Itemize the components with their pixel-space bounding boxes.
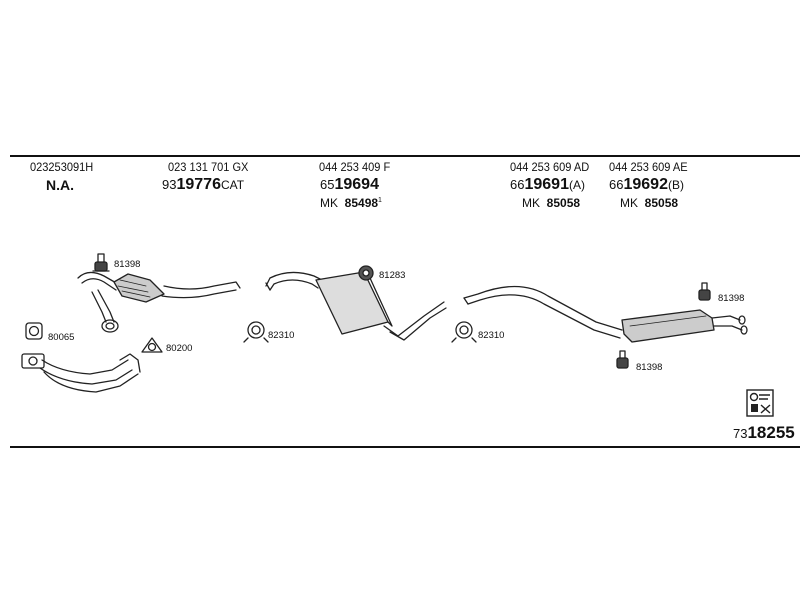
mounting-kit-3-label: MK bbox=[522, 196, 540, 210]
mounting-kit-2-mark: 1 bbox=[378, 197, 382, 204]
part-number-1-main: 19776 bbox=[176, 176, 221, 193]
part-number-2: 6519694 bbox=[320, 176, 379, 194]
label-gasket-front: 80065 bbox=[48, 332, 75, 343]
mounting-kit-2-value: 85498 bbox=[344, 196, 379, 210]
oem-number-1: 023 131 701 GX bbox=[168, 160, 249, 174]
mounting-kit-4-label: MK bbox=[620, 196, 638, 210]
rubber-hanger-rear-bottom-icon bbox=[616, 350, 629, 369]
assembly-number: 7318255 bbox=[733, 423, 795, 443]
part-number-1: 9319776CAT bbox=[162, 176, 244, 194]
part-number-4: 6619692(B) bbox=[609, 176, 684, 194]
label-clamp-1: 82310 bbox=[268, 330, 295, 341]
label-ring-mount: 81283 bbox=[379, 270, 406, 281]
rear-silencer-icon bbox=[463, 285, 748, 343]
oem-number-2: 044 253 409 F bbox=[319, 160, 391, 174]
gasket-front-icon bbox=[25, 322, 43, 340]
part-number-3-suffix: (A) bbox=[568, 178, 585, 192]
not-available-label: N.A. bbox=[46, 177, 74, 193]
catalytic-converter-icon bbox=[77, 271, 241, 333]
part-number-1-suffix: CAT bbox=[220, 178, 245, 192]
rubber-hanger-rear-top-icon bbox=[698, 282, 711, 301]
part-number-4-suffix: (B) bbox=[667, 178, 684, 192]
pipe-clamp-2-icon bbox=[451, 321, 477, 343]
label-hanger-rear-top: 81398 bbox=[718, 293, 745, 304]
part-number-2-main: 19694 bbox=[334, 176, 379, 193]
assembly-number-main: 18255 bbox=[747, 423, 795, 442]
part-number-3: 6619691(A) bbox=[510, 176, 585, 194]
mounting-kit-logo-icon bbox=[746, 389, 774, 417]
oem-number-0: 023253091H bbox=[30, 160, 94, 174]
mounting-kit-4-value: 85058 bbox=[644, 196, 679, 210]
pipe-clamp-1-icon bbox=[243, 321, 269, 343]
label-hanger-rear-bottom: 81398 bbox=[636, 362, 663, 373]
rubber-ring-icon bbox=[358, 265, 374, 281]
part-number-1-prefix: 93 bbox=[162, 177, 177, 192]
label-hanger-front: 81398 bbox=[114, 259, 141, 270]
oem-number-3: 044 253 609 AD bbox=[510, 160, 590, 174]
mounting-kit-3: MK 85058 bbox=[522, 196, 580, 210]
bottom-rule bbox=[10, 446, 800, 448]
top-rule bbox=[10, 155, 800, 157]
part-number-3-prefix: 66 bbox=[510, 177, 525, 192]
part-number-4-main: 19692 bbox=[623, 176, 668, 193]
mounting-kit-3-value: 85058 bbox=[546, 196, 581, 210]
label-clamp-2: 82310 bbox=[478, 330, 505, 341]
assembly-number-prefix: 73 bbox=[733, 426, 748, 441]
rubber-hanger-front-icon bbox=[92, 253, 110, 272]
mounting-kit-2-label: MK bbox=[320, 196, 338, 210]
gasket-flange-icon bbox=[141, 337, 163, 353]
mounting-kit-2: MK 854981 bbox=[320, 196, 382, 210]
down-pipe-icon bbox=[21, 353, 141, 393]
label-gasket-flange: 80200 bbox=[166, 343, 193, 354]
mounting-kit-4: MK 85058 bbox=[620, 196, 678, 210]
part-number-2-prefix: 65 bbox=[320, 177, 335, 192]
part-number-3-main: 19691 bbox=[524, 176, 569, 193]
oem-number-4: 044 253 609 AE bbox=[609, 160, 688, 174]
part-number-4-prefix: 66 bbox=[609, 177, 624, 192]
